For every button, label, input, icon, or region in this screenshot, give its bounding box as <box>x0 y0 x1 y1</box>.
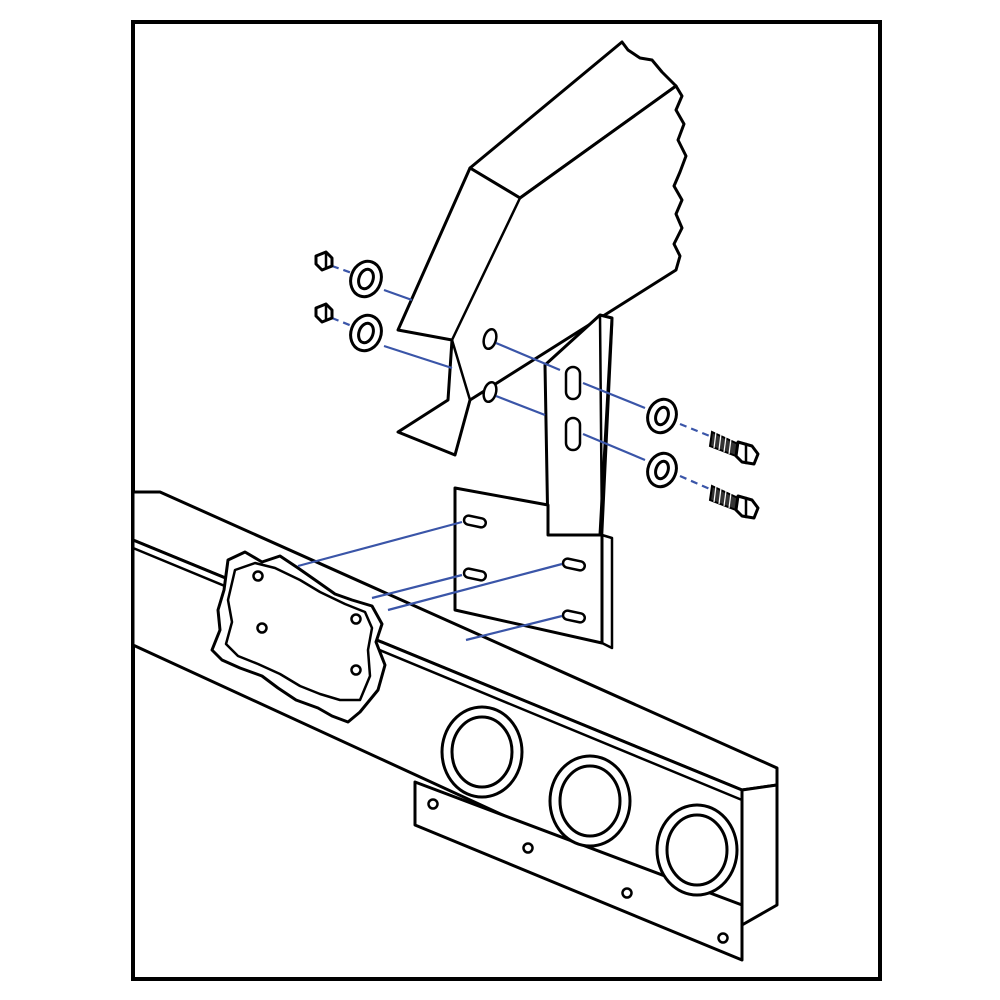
bolt-upper-threads <box>713 431 732 455</box>
nut-upper <box>314 250 334 272</box>
mounting-strap-edge <box>598 313 614 537</box>
alignment-lines <box>297 264 713 642</box>
flange-plate <box>413 780 744 962</box>
flange-hole-3 <box>621 887 633 899</box>
guide-rail-to-plate-3 <box>387 562 563 612</box>
guide-strap-to-washer-1 <box>582 381 646 410</box>
guide-hanger-to-strap-1 <box>495 341 561 372</box>
washer-right-upper-inner <box>654 405 670 427</box>
lamp-1 <box>440 705 524 799</box>
light-bar-flange <box>413 780 744 962</box>
lamp-3 <box>655 803 739 897</box>
hanger-hole-upper <box>482 327 498 351</box>
plate-slot-4 <box>561 609 587 624</box>
guide-hanger-to-strap-2 <box>495 394 546 417</box>
flange-hole-1 <box>427 798 439 810</box>
cutaway-hole-1 <box>252 570 264 582</box>
hanger-hole-lower <box>482 380 498 404</box>
lamp-2 <box>548 754 632 848</box>
hanger-front-edge <box>450 338 472 402</box>
mounting-plate <box>453 313 614 650</box>
nut-lower <box>314 302 334 324</box>
bolt-upper <box>708 430 760 466</box>
cutaway-hole-2 <box>256 622 268 634</box>
plate-slot-3 <box>561 557 587 572</box>
guide-washer1-to-hanger <box>383 288 413 302</box>
washer-right-lower <box>646 451 678 489</box>
guide-nut1-to-washer1 <box>331 264 353 275</box>
plate-slot-1 <box>462 514 488 529</box>
guide-washer4-to-bolt2 <box>679 474 713 492</box>
lamp-1-lens <box>450 715 514 789</box>
strap-slot-upper <box>564 365 582 401</box>
washer-left-upper <box>349 259 383 299</box>
washer-right-lower-inner <box>654 459 670 481</box>
rail-cutaway-patch <box>210 550 387 724</box>
plate-slot-2 <box>462 567 488 582</box>
bolt-lower <box>708 484 760 520</box>
guide-strap-to-washer-2 <box>582 432 646 462</box>
cutaway-hole-3 <box>350 613 362 625</box>
lamp-3-lens <box>665 813 729 887</box>
nut-lower-body <box>314 302 334 324</box>
cutaway-hole-4 <box>350 664 362 676</box>
washer-right-upper <box>646 397 678 435</box>
hanger-side-face <box>396 84 688 457</box>
strap-slot-lower <box>564 416 582 452</box>
frame-rail-end-face <box>740 783 779 927</box>
bolt-lower-threads <box>713 485 732 509</box>
flange-hole-2 <box>522 842 534 854</box>
guide-rail-to-plate-4 <box>465 614 563 642</box>
washer-left-upper-inner <box>357 267 375 291</box>
washer-left-lower <box>349 313 383 353</box>
cutaway-torn-edge <box>210 550 387 724</box>
guide-washer2-to-hanger <box>383 344 453 370</box>
guide-rail-to-plate-1 <box>297 520 463 568</box>
flange-hole-4 <box>717 932 729 944</box>
guide-nut2-to-washer2 <box>331 316 353 328</box>
lamp-2-lens <box>558 764 622 838</box>
guide-washer3-to-bolt1 <box>679 422 713 439</box>
washer-left-lower-inner <box>357 321 375 345</box>
cutaway-inner-edge <box>224 561 374 702</box>
hanger-chamfer-edge <box>450 196 522 342</box>
nut-upper-body <box>314 250 334 272</box>
mounting-plate-edge <box>600 533 614 650</box>
hanger-arm <box>396 40 688 457</box>
guide-rail-to-plate-2 <box>371 573 463 600</box>
